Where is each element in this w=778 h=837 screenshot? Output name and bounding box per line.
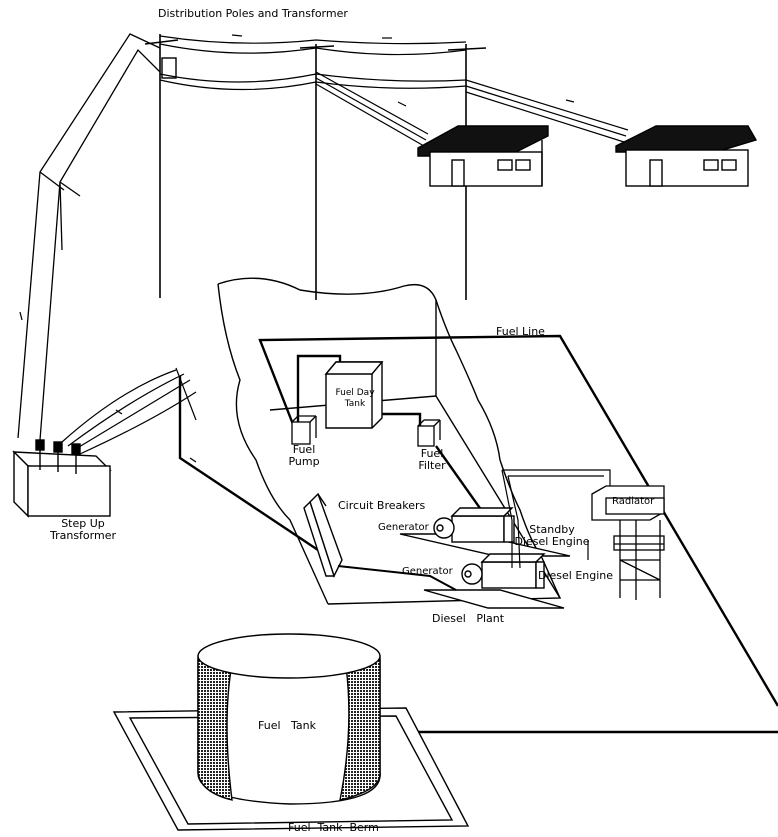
radiator-label: Radiator [612, 496, 654, 508]
step-up-transformer [14, 440, 110, 516]
fuel-tank-berm-label: Fuel Tank Berm [288, 822, 379, 834]
diesel-plant-label: Diesel Plant [432, 613, 504, 625]
step-up-transformer-label: Step Up Transformer [38, 518, 128, 542]
fuel-filter-label-line2: Filter [412, 460, 452, 472]
fuel-pump [292, 416, 316, 444]
distribution-title: Distribution Poles and Transformer [158, 7, 348, 20]
overhead-conductors [160, 36, 628, 146]
plant-to-transformer-lines [62, 368, 196, 454]
fuel-filter-label: Fuel Filter [412, 448, 452, 472]
generator-standby-label: Generator [378, 522, 429, 534]
fuel-tank-label: Fuel Tank [258, 720, 316, 732]
fuel-day-tank-label-line1: Fuel Day [332, 388, 378, 399]
standby-diesel-engine-label: Standby Diesel Engine [504, 524, 600, 548]
circuit-breakers-label: Circuit Breakers [338, 500, 425, 512]
feeder-line [18, 34, 160, 440]
generator-label: Generator [402, 566, 453, 578]
step-up-label-line2: Transformer [38, 530, 128, 542]
fuel-day-tank-label: Fuel Day Tank [332, 388, 378, 410]
house-right [616, 126, 756, 186]
fuel-day-tank-label-line2: Tank [332, 399, 378, 410]
radiator-stand [620, 520, 660, 600]
fuel-pump-label: Fuel Pump [284, 444, 324, 468]
house-left [418, 126, 548, 186]
fuel-line-label: Fuel Line [496, 326, 545, 338]
fuel-pump-label-line2: Pump [284, 456, 324, 468]
standby-label-line2: Diesel Engine [504, 536, 600, 548]
diesel-engine-label: Diesel Engine [538, 570, 613, 582]
fuel-filter [418, 420, 440, 446]
